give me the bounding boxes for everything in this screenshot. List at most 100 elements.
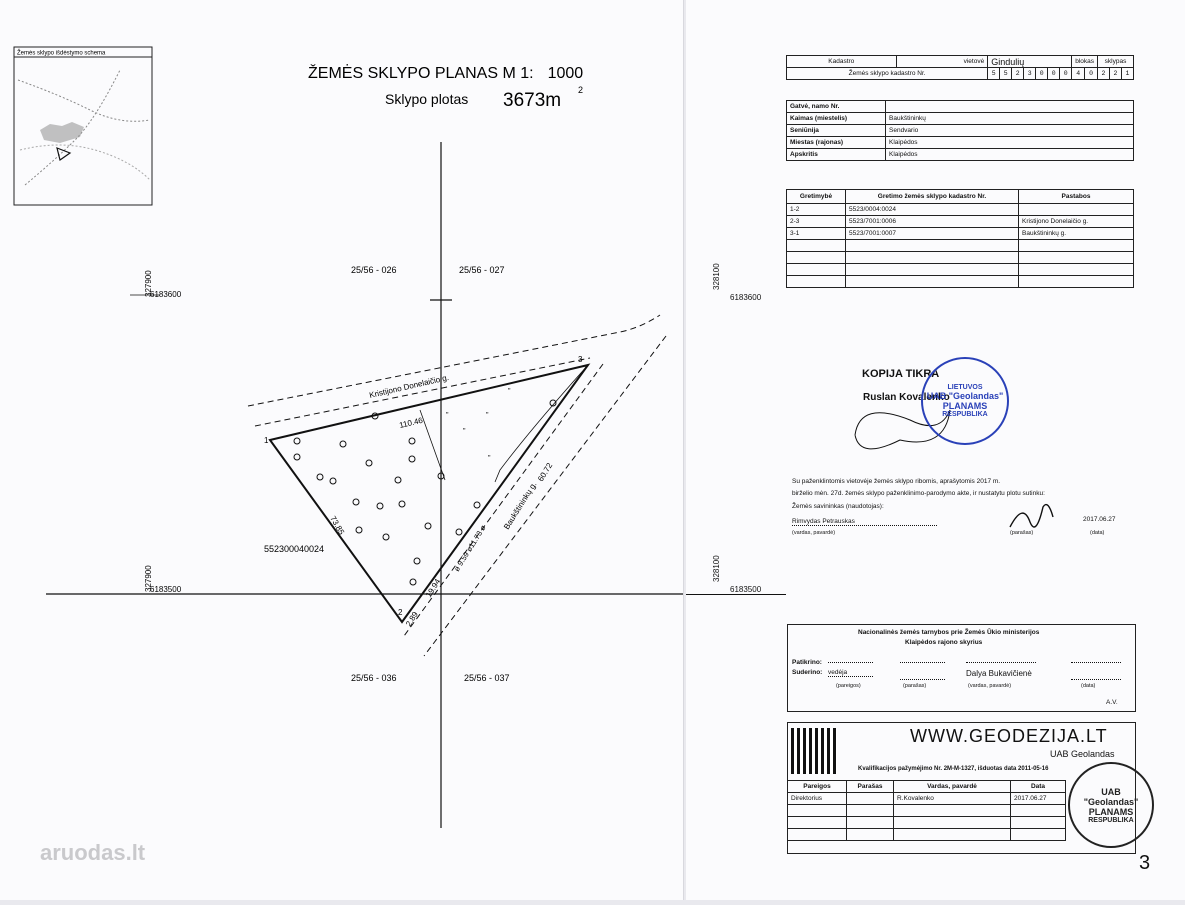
kad-digit: 1 [1121, 67, 1134, 80]
nzt-title-line1: Nacionalinės žemės tarnybos prie Žemės Ū… [858, 629, 1040, 636]
patikrino-label: Patikrino: [792, 659, 822, 666]
coord-y-label: 328100 [712, 263, 721, 290]
blokas-label: blokas [1071, 55, 1098, 68]
table-row: Gatvė, namo Nr. [786, 100, 1134, 113]
kad-digit: 2 [1109, 67, 1122, 80]
cadastre-header-table: Kadastro vietovė Gindulių blokas sklypas… [785, 55, 1134, 80]
nzt-role: vedėja [828, 669, 873, 677]
block-label: 25/56 - 027 [459, 265, 505, 275]
coord-y-label: 327900 [144, 270, 153, 297]
kadastro-label: Kadastro [786, 55, 897, 68]
nzt-title-line2: Klaipėdos rajono skyrius [905, 639, 983, 646]
owner-date-caption: (data) [1090, 530, 1105, 536]
svg-text:": " [446, 412, 449, 419]
block-label: 25/56 - 026 [351, 265, 397, 275]
coord-y-label: 328100 [712, 555, 721, 582]
svg-text:": " [508, 388, 511, 395]
nzt-approval-box: Nacionalinės žemės tarnybos prie Žemės Ū… [787, 624, 1136, 712]
street-edge-upper [247, 314, 661, 407]
plan-drawing: Žemės sklypo išdėstymo schema ŽEMĖS SKLY… [13, 46, 755, 865]
block-label: 25/56 - 037 [464, 673, 510, 683]
location-scheme-title: Žemės sklypo išdėstymo schema [17, 49, 106, 57]
kad-digit: 4 [1071, 67, 1086, 80]
tree-markers [293, 399, 557, 586]
coord-y-label: 327900 [144, 565, 153, 592]
distance-label: 60.72 [536, 461, 555, 483]
certification-stamp: LIETUVOS UAB "Geolandas" PLANAMS RESPUBL… [921, 357, 1009, 445]
svg-text:": " [486, 412, 489, 419]
point-label: 3 [578, 355, 583, 364]
page-number: 3 [1139, 852, 1151, 874]
company-stamp: UAB "Geolandas" PLANAMS RESPUBLIKA [1068, 762, 1154, 848]
suderino-label: Suderino: [792, 669, 823, 676]
company-website: WWW.GEODEZIJA.LT [910, 726, 1108, 746]
kad-digit: 0 [1035, 67, 1049, 80]
distance-label: ø 9.59 ø11.73 ø [452, 523, 488, 573]
location-marker-icon [56, 147, 72, 161]
owner-signature-icon [1009, 503, 1054, 528]
block-label: 25/56 - 036 [351, 673, 397, 683]
watermark: aruodas.lt [40, 840, 146, 865]
area-value: 3673m [503, 90, 561, 111]
plan-title: ŽEMĖS SKLYPO PLANAS M 1:1000 [308, 63, 583, 82]
svg-text:": " [463, 428, 466, 435]
vietove-value: Gindulių [987, 55, 1073, 68]
coord-x-label: 6183600 [150, 290, 182, 299]
owner-name: Rimvydas Petrauskas [792, 518, 937, 526]
parcel-boundary [268, 363, 591, 624]
owner-consent-line2: birželio mėn. 27d. žemės sklypo paženkli… [792, 490, 1045, 497]
plan-sheet: Žemės sklypo išdėstymo schema ŽEMĖS SKLY… [0, 0, 755, 900]
kad-digit: 0 [1084, 67, 1098, 80]
kad-nr-label: Žemės sklypo kadastro Nr. [785, 67, 989, 80]
owner-consent-line1: Su paženklintomis vietovėje žemės sklypo… [792, 478, 1001, 485]
grass-marks: " " " " " [446, 388, 511, 462]
vietove-label: vietovė [895, 55, 988, 68]
nzt-person: Dalya Bukavičienė [966, 669, 1032, 678]
owner-date: 2017.06.27 [1083, 516, 1116, 523]
street-edge-lower [254, 357, 591, 427]
distance-label: 110.46 [398, 416, 424, 430]
svg-text:": " [488, 455, 491, 462]
av-label: A.V. [1106, 699, 1118, 706]
location-scheme-box [13, 46, 153, 206]
coord-x-label: 6183500 [730, 585, 762, 594]
point-label: 2 [398, 608, 403, 617]
copy-certified-text: KOPIJA TIKRA [862, 368, 940, 380]
table-row: Miestas (rajonas)Klaipėdos [786, 136, 1134, 149]
street-name: Baukštininkų g. [502, 480, 538, 531]
kad-digit: 5 [987, 67, 1001, 80]
company-name: UAB Geolandas [1050, 749, 1115, 759]
address-table: Gatvė, namo Nr. Kaimas (miestelis)Baukšt… [786, 100, 1134, 161]
point-label: 1 [264, 436, 269, 445]
street-edge-right [423, 335, 667, 657]
street-name: Kristijono Donelaičio g. [368, 373, 449, 400]
distance-label: 2.89 [404, 610, 420, 628]
owner-name-caption: (vardas, pavardė) [792, 530, 836, 536]
sklypas-label: sklypas [1097, 55, 1134, 68]
owner-sign-caption: (parašas) [1010, 530, 1034, 536]
kad-digit: 0 [1059, 67, 1073, 80]
kad-digit: 3 [1023, 67, 1037, 80]
owner-consent-line3: Žemės savininkas (naudotojas): [792, 503, 884, 510]
neighbor-parcel-label: 552300040024 [264, 544, 324, 554]
kad-digit: 0 [1047, 67, 1061, 80]
qualification-text: Kvalifikacijos pažymėjimo Nr. 2M-M-1327,… [858, 766, 1049, 772]
coord-x-label: 6183600 [730, 293, 762, 302]
area-label: Sklypo plotas [385, 91, 468, 107]
street-edge-inner [403, 363, 604, 637]
neighbors-table: Gretimybė Gretimo žemės sklypo kadastro … [786, 189, 1134, 288]
signatures-table: Pareigos Parašas Vardas, pavardė Data Di… [787, 780, 1134, 841]
qr-code-icon [791, 728, 837, 774]
area-unit-sup: 2 [578, 85, 583, 95]
kad-digit: 2 [1097, 67, 1110, 80]
table-row: Kaimas (miestelis)Baukštininkų [786, 112, 1134, 125]
kad-digit: 2 [1011, 67, 1025, 80]
coord-x-label: 6183500 [150, 585, 182, 594]
kad-digit: 5 [999, 67, 1013, 80]
grid-line-horizontal [686, 594, 786, 595]
